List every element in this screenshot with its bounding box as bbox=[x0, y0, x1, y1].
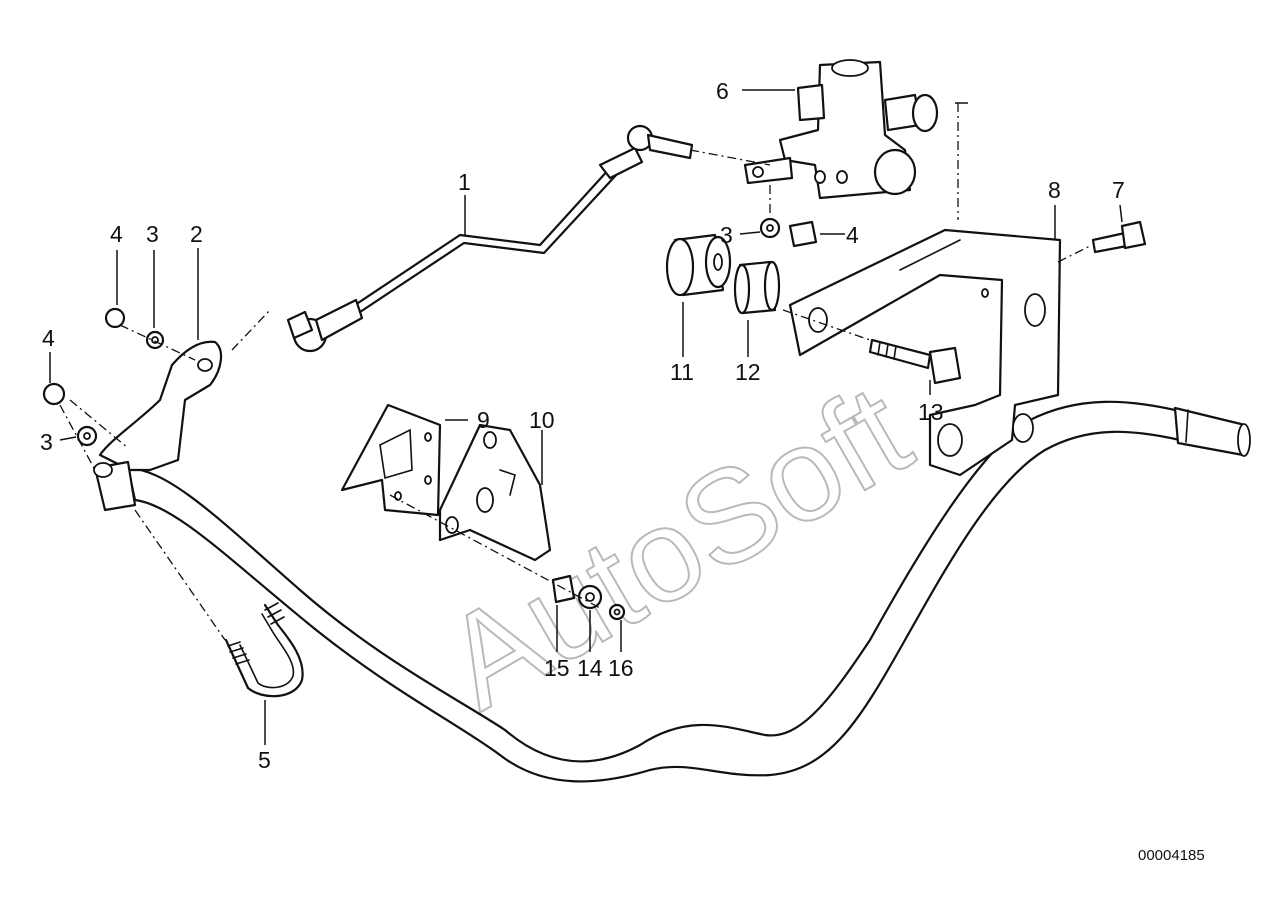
callout-5: 5 bbox=[258, 747, 271, 773]
bolt-13 bbox=[868, 338, 962, 385]
leader-lines bbox=[49, 89, 1123, 745]
regulator-valve bbox=[743, 59, 939, 200]
callouts: 1 2 3 4 4 3 5 6 7 8 3 4 9 10 11 12 13 15… bbox=[40, 78, 1125, 773]
link-bracket bbox=[93, 340, 223, 512]
bushing-11 bbox=[665, 233, 732, 297]
callout-4-far-left: 4 bbox=[42, 325, 55, 351]
pushrod bbox=[286, 124, 694, 353]
callout-3-right: 3 bbox=[720, 222, 733, 248]
callout-13: 13 bbox=[918, 399, 944, 425]
stabilizer-bar bbox=[126, 400, 1251, 783]
callout-14: 14 bbox=[577, 655, 603, 681]
fastener-group bbox=[42, 217, 818, 621]
callout-4-right: 4 bbox=[846, 222, 859, 248]
callout-3-left: 3 bbox=[146, 221, 159, 247]
callout-10: 10 bbox=[529, 407, 555, 433]
callout-12: 12 bbox=[735, 359, 761, 385]
callout-16: 16 bbox=[608, 655, 634, 681]
u-bolt-clamp bbox=[224, 602, 304, 698]
callout-8: 8 bbox=[1048, 177, 1061, 203]
callout-7: 7 bbox=[1112, 177, 1125, 203]
callout-1: 1 bbox=[458, 169, 471, 195]
plate-9 bbox=[340, 403, 442, 517]
assembly-center-lines bbox=[59, 103, 1093, 641]
callout-4-left: 4 bbox=[110, 221, 123, 247]
plate-10 bbox=[438, 423, 552, 562]
callout-2: 2 bbox=[190, 221, 203, 247]
callout-3-far-left: 3 bbox=[40, 429, 53, 455]
callout-15: 15 bbox=[544, 655, 570, 681]
callout-6: 6 bbox=[716, 78, 729, 104]
bushing-12 bbox=[733, 260, 781, 315]
document-number: 00004185 bbox=[1138, 847, 1205, 864]
callout-9: 9 bbox=[477, 407, 490, 433]
mounting-bracket bbox=[788, 228, 1062, 477]
bolt-7 bbox=[1091, 220, 1147, 254]
callout-11: 11 bbox=[670, 359, 694, 385]
